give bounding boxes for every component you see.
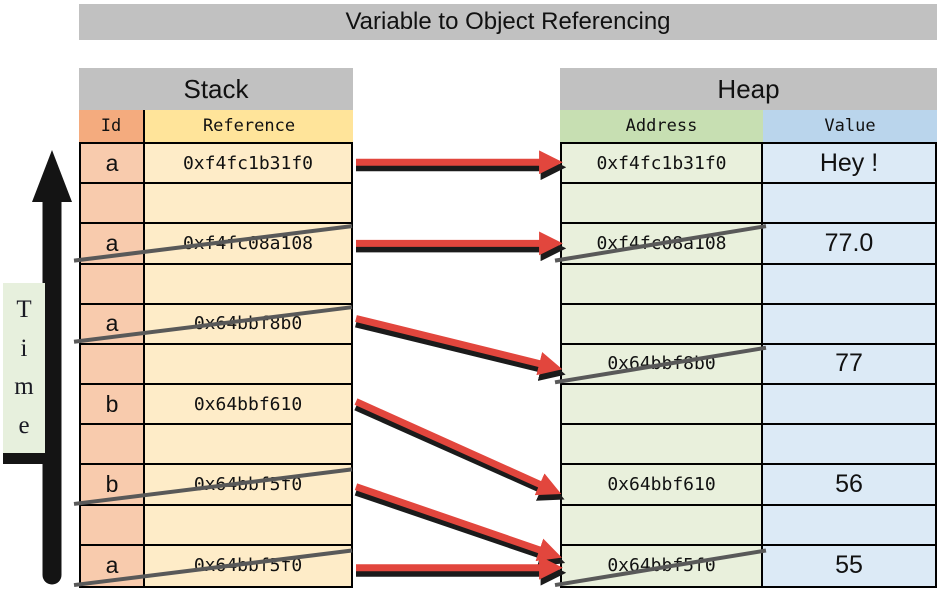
time-letter: m	[14, 373, 33, 401]
heap-value-cell: 55	[763, 546, 935, 586]
heap-value-cell: 77.0	[763, 224, 935, 264]
stack-id-cell: a	[81, 305, 145, 345]
heap-value-cell: 56	[763, 465, 935, 505]
time-letter: e	[18, 412, 29, 440]
heap-value-cell	[763, 265, 935, 305]
heap-column-headers: Address Value	[560, 110, 937, 142]
heap-value-cell	[763, 506, 935, 546]
stack-id-cell: a	[81, 546, 145, 586]
stack-id-cell: b	[81, 465, 145, 505]
heap-col-value: Value	[763, 110, 937, 142]
stack-id-cell	[81, 345, 145, 385]
reference-arrow	[356, 318, 545, 365]
stack-column-headers: Id Reference	[79, 110, 353, 142]
heap-address-cell	[562, 184, 763, 224]
heap-col-address: Address	[560, 110, 763, 142]
stack-table: Stack Id Reference a0xf4fc1b31f0a0xf4fc0…	[79, 68, 353, 588]
stack-col-id: Id	[79, 110, 145, 142]
stack-id-cell: b	[81, 385, 145, 425]
time-axis-base-bar	[3, 453, 56, 464]
stack-reference-cell	[145, 265, 351, 305]
diagram-title: Variable to Object Referencing	[79, 4, 937, 40]
stack-reference-cell: 0x64bbf610	[145, 385, 351, 425]
stack-id-cell	[81, 265, 145, 305]
stack-id-cell	[81, 425, 145, 465]
stack-reference-cell: 0x64bbf8b0	[145, 305, 351, 345]
time-axis-label: Time	[3, 283, 45, 453]
time-letter: i	[21, 335, 28, 363]
heap-address-cell	[562, 265, 763, 305]
stack-reference-cell: 0xf4fc08a108	[145, 224, 351, 264]
heap-value-cell	[763, 305, 935, 345]
heap-title: Heap	[560, 68, 937, 110]
heap-address-cell	[562, 305, 763, 345]
time-letter: T	[16, 296, 31, 324]
heap-address-cell: 0xf4fc1b31f0	[562, 144, 763, 184]
heap-address-cell	[562, 506, 763, 546]
heap-value-cell: Hey !	[763, 144, 935, 184]
stack-reference-cell	[145, 184, 351, 224]
stack-col-reference: Reference	[145, 110, 353, 142]
stack-reference-cell: 0x64bbf5f0	[145, 546, 351, 586]
stack-id-cell	[81, 184, 145, 224]
stack-title: Stack	[79, 68, 353, 110]
heap-address-cell: 0xf4fc08a108	[562, 224, 763, 264]
stack-reference-cell	[145, 506, 351, 546]
heap-address-cell	[562, 385, 763, 425]
heap-grid: 0xf4fc1b31f0Hey !0xf4fc08a10877.0 0x64bbf…	[560, 142, 937, 588]
heap-value-cell: 77	[763, 345, 935, 385]
reference-arrow	[356, 402, 545, 487]
heap-address-cell: 0x64bbf610	[562, 465, 763, 505]
heap-address-cell: 0x64bbf5f0	[562, 546, 763, 586]
heap-value-cell	[763, 184, 935, 224]
heap-value-cell	[763, 425, 935, 465]
stack-reference-cell: 0x64bbf5f0	[145, 465, 351, 505]
heap-address-cell: 0x64bbf8b0	[562, 345, 763, 385]
stack-id-cell: a	[81, 224, 145, 264]
stack-id-cell: a	[81, 144, 145, 184]
heap-value-cell	[763, 385, 935, 425]
stack-reference-cell	[145, 345, 351, 385]
reference-arrow-shadow	[356, 323, 547, 370]
stack-reference-cell	[145, 425, 351, 465]
heap-address-cell	[562, 425, 763, 465]
reference-arrow-shadow	[356, 492, 547, 557]
reference-arrow-shadow	[356, 407, 547, 492]
stack-grid: a0xf4fc1b31f0a0xf4fc08a108a0x64bbf8b0b0x…	[79, 142, 353, 588]
heap-table: Heap Address Value 0xf4fc1b31f0Hey !0xf4…	[560, 68, 937, 588]
stack-reference-cell: 0xf4fc1b31f0	[145, 144, 351, 184]
stack-id-cell	[81, 506, 145, 546]
reference-arrow	[356, 487, 545, 552]
